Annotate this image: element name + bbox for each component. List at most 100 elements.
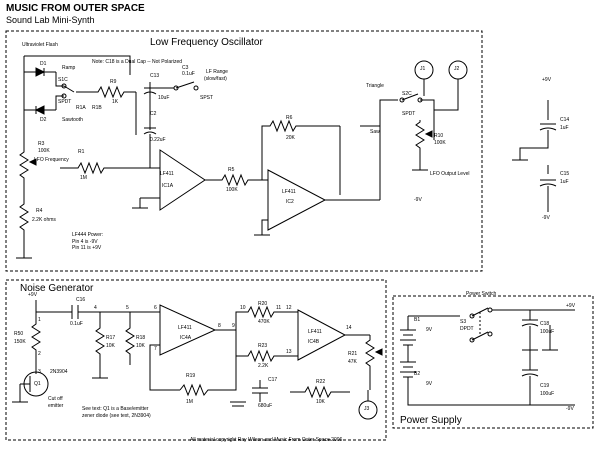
noise-pos9v: +9V (28, 292, 38, 298)
r5-value: 100K (226, 187, 238, 193)
s3-type: DPDT (460, 326, 474, 332)
r5-name: R5 (228, 167, 235, 173)
lfo-frame (6, 31, 482, 271)
c19-name: C19 (540, 383, 550, 389)
r1-value: 1M (80, 175, 87, 181)
b2-value: 9V (426, 381, 433, 387)
lfo-neg9v: -9V (414, 197, 422, 203)
r18-name: R18 (136, 335, 146, 341)
lfo-tag: Ultraviolet Flash (22, 42, 58, 48)
b1-label: B1 (414, 317, 421, 323)
c14-label: C14 (560, 117, 570, 123)
switch1-pin-b: R1B (92, 105, 102, 111)
pin-label: 2 (38, 351, 41, 357)
c18-value: 100uF (540, 329, 555, 335)
pin-label: 5 (126, 305, 129, 311)
r4-value: 2.2K ohms (32, 217, 56, 223)
pin-label: 1 (38, 317, 41, 323)
r20-value: 470K (258, 319, 270, 325)
noise-jack-label: J3 (364, 406, 370, 412)
r3-label: LFO Frequency (34, 157, 69, 163)
switch1-pin-a: R1A (76, 105, 86, 111)
r3-value: 100K (38, 148, 50, 154)
r23-name: R23 (258, 343, 268, 349)
r22-value: 10K (316, 399, 325, 405)
noise-footnote: See text: Q1 is a Base/emitter zener dio… (82, 406, 151, 419)
c15-label: C15 (560, 171, 570, 177)
c3-value: 0.1uF (182, 71, 195, 77)
lf-range-label: LF Range (206, 69, 228, 75)
switch1-pos-a: Ramp (62, 65, 76, 71)
square-label: Saw (370, 129, 380, 135)
c18-name: C18 (540, 321, 550, 327)
r9-name: R9 (110, 79, 117, 85)
switch1-name: S1C (58, 77, 68, 83)
r50-name: R50 (14, 331, 24, 337)
r19-name: R19 (186, 373, 196, 379)
s3-name: S3 (460, 319, 467, 325)
transistor-name: Q1 (34, 381, 41, 387)
noise-frame (6, 280, 386, 440)
lfo-power-note: LF444 Power: Pin 4 is -9V Pin 11 is +9V (72, 232, 104, 251)
r1-name: R1 (78, 149, 85, 155)
r10-value: 100K (434, 140, 446, 146)
lf-range-values: (slow/fast) (204, 76, 227, 82)
c3-name: C3 (182, 65, 189, 71)
c13-name: C13 (150, 73, 160, 79)
op-a-unit: IC4A (180, 335, 192, 341)
r22-name: R22 (316, 379, 326, 385)
c13-value: 10uF (158, 95, 170, 101)
r21-name: R21 (348, 351, 358, 357)
pin-label: 8 (218, 323, 221, 329)
c16-name: C16 (76, 297, 86, 303)
ic1-name: LF411 (160, 171, 174, 177)
c2-value: 0.22uF (150, 137, 166, 143)
power-title: Power Supply (400, 415, 462, 426)
ic2-name: LF411 (282, 189, 296, 195)
diode-b-label: D2 (40, 117, 47, 123)
switch2-name: S2C (402, 91, 412, 97)
cut-label: Cut off emitter (48, 396, 64, 409)
c15-value: 1uF (560, 179, 569, 185)
lfo-note: Note: C18 is a Dual Cap -- Not Polarized (92, 59, 183, 65)
power-out-neg: -9V (566, 406, 574, 412)
b2-label: B2 (414, 371, 421, 377)
op-b-unit: IC4B (308, 339, 320, 345)
b1-value: 9V (426, 327, 433, 333)
c16-value: 0.1uF (70, 321, 83, 327)
op-b-name: LF411 (308, 329, 322, 335)
page-title: MUSIC FROM OUTER SPACE (6, 3, 145, 14)
r9-value: 1K (112, 99, 119, 105)
c19-value: 100uF (540, 391, 555, 397)
pin-label: 14 (346, 325, 352, 331)
c17-value: 680uF (258, 403, 273, 409)
triangle-label: Triangle (366, 83, 384, 89)
switch1-type: SPDT (58, 99, 72, 105)
pin-label: 9 (232, 323, 235, 329)
lf-range-type: SPST (200, 95, 214, 101)
pin-label: 4 (94, 305, 97, 311)
ic1-unit: IC1A (162, 183, 174, 189)
r6-name: R6 (286, 115, 293, 121)
r18-value: 10K (136, 343, 145, 349)
r3-name: R3 (38, 141, 45, 147)
jack-b-label: J2 (454, 66, 460, 72)
copyright: All material copyright Ray Wilson and Mu… (190, 437, 343, 443)
switch2-type: SPDT (402, 111, 416, 117)
c14-value: 1uF (560, 125, 569, 131)
jack-a-label: J1 (420, 66, 426, 72)
r19-value: 1M (186, 399, 193, 405)
r20-name: R20 (258, 301, 268, 307)
lfo-title: Low Frequency Oscillator (150, 37, 263, 48)
r23-value: 2.2K (258, 363, 269, 369)
transistor-part: 2N3904 (50, 369, 68, 375)
pin-label: 11 (276, 305, 282, 311)
noise-title: Noise Generator (20, 283, 94, 294)
r4-name: R4 (36, 208, 43, 214)
pin-label: 13 (286, 349, 292, 355)
op-a-name: LF411 (178, 325, 192, 331)
diode-a-label: D1 (40, 61, 47, 67)
c2-name: C2 (150, 111, 157, 117)
r50-value: 150K (14, 339, 26, 345)
